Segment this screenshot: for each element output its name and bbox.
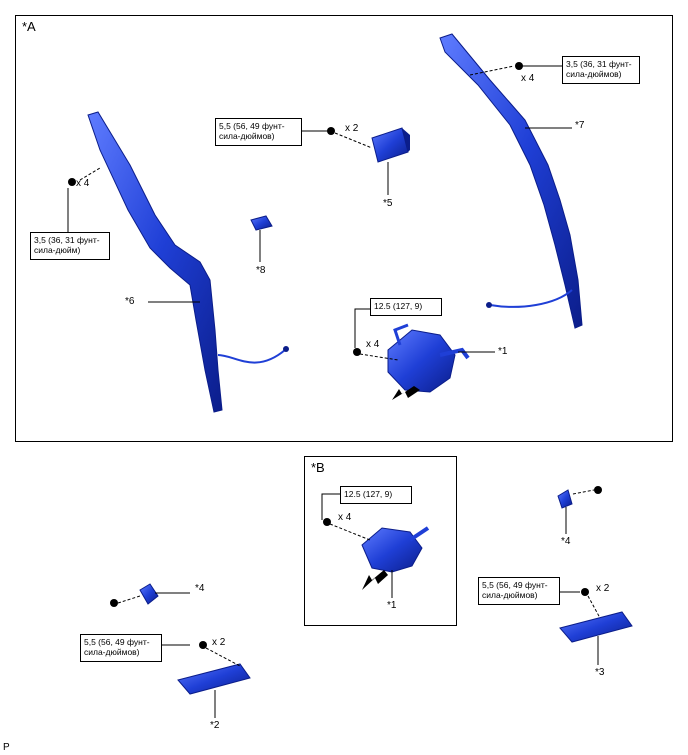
part-1-motor-a xyxy=(387,323,470,400)
torque-lower-left-line2: сила-дюймов) xyxy=(84,647,140,657)
corner-mark: P xyxy=(3,742,10,753)
view-a-title: *A xyxy=(22,19,36,34)
bolts xyxy=(68,62,602,649)
callout-4-right: *4 xyxy=(561,536,571,547)
callout-4-left: *4 xyxy=(195,583,205,594)
torque-box-lower-right: 5,5 (56, 49 фунт- сила-дюймов) xyxy=(478,577,560,605)
callout-3: *3 xyxy=(595,667,605,678)
part-4-clip-right xyxy=(557,489,573,509)
torque-box-right: 3,5 (36, 31 фунт- сила-дюймов) xyxy=(562,56,640,84)
torque-box-motor-b: 12.5 (127, 9) xyxy=(340,486,412,504)
qty-right: x 4 xyxy=(521,73,535,84)
qty-motor-a: x 4 xyxy=(366,339,380,350)
callout-8: *8 xyxy=(256,265,266,276)
callout-2: *2 xyxy=(210,720,220,731)
part-3-panel xyxy=(559,611,633,643)
torque-lower-right-line2: сила-дюймов) xyxy=(482,590,538,600)
part-7-trim xyxy=(439,33,583,329)
part-4-clip-left xyxy=(139,583,159,605)
torque-left-line1: 3,5 (36, 31 фунт- xyxy=(34,235,100,245)
torque-motor-a-text: 12.5 (127, 9) xyxy=(374,301,423,311)
view-b-title: *B xyxy=(311,460,325,475)
callout-5: *5 xyxy=(383,198,393,209)
torque-box-motor-a: 12.5 (127, 9) xyxy=(370,298,442,316)
callout-1-a: *1 xyxy=(498,346,508,357)
torque-mid-line2: сила-дюймов) xyxy=(219,131,275,141)
part-2-panel xyxy=(177,663,251,695)
qty-motor-b: x 4 xyxy=(338,512,352,523)
torque-left-line2: сила-дюйм) xyxy=(34,245,81,255)
torque-lower-left-line1: 5,5 (56, 49 фунт- xyxy=(84,637,150,647)
part-5-module xyxy=(371,127,410,163)
torque-box-mid: 5,5 (56, 49 фунт- сила-дюймов) xyxy=(215,118,302,146)
callout-7: *7 xyxy=(575,120,585,131)
qty-lower-right: x 2 xyxy=(596,583,610,594)
qty-left: x 4 xyxy=(76,178,90,189)
part-6-trim xyxy=(87,111,289,413)
callout-6: *6 xyxy=(125,296,135,307)
leader-lines xyxy=(67,65,601,718)
qty-lower-left: x 2 xyxy=(212,637,226,648)
callout-1-b: *1 xyxy=(387,600,397,611)
torque-right-line2: сила-дюймов) xyxy=(566,69,622,79)
torque-box-left: 3,5 (36, 31 фунт- сила-дюйм) xyxy=(30,232,110,260)
qty-mid: x 2 xyxy=(345,123,359,134)
torque-mid-line1: 5,5 (56, 49 фунт- xyxy=(219,121,285,131)
torque-right-line1: 3,5 (36, 31 фунт- xyxy=(566,59,632,69)
part-1-motor-b xyxy=(361,526,430,590)
torque-motor-b-text: 12.5 (127, 9) xyxy=(344,489,393,499)
part-8-clip xyxy=(250,215,273,231)
torque-box-lower-left: 5,5 (56, 49 фунт- сила-дюймов) xyxy=(80,634,162,662)
torque-lower-right-line1: 5,5 (56, 49 фунт- xyxy=(482,580,548,590)
